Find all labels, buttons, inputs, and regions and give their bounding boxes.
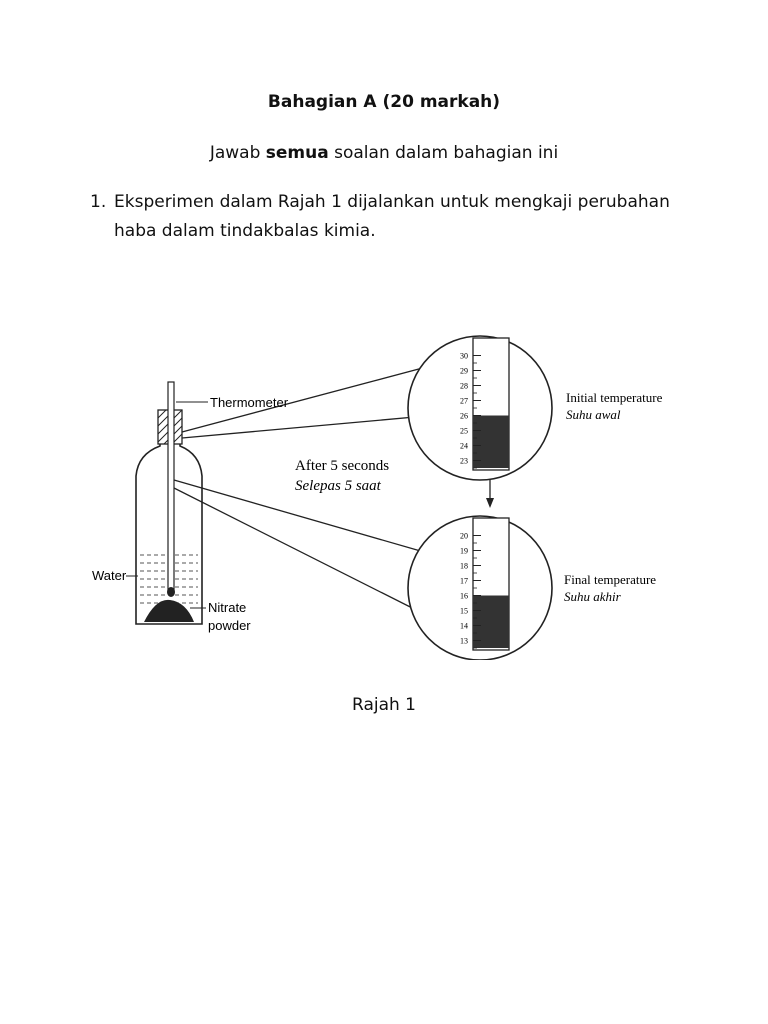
- label-final-my: Suhu akhir: [564, 589, 622, 604]
- experiment-diagram: Thermometer Water Nitrate powder After 5…: [92, 335, 663, 661]
- final-magnifier: 20 19 18 17 16 15 14 13: [407, 515, 553, 661]
- initial-scale-tick-label: 27: [460, 397, 468, 406]
- question-text: Eksperimen dalam Rajah 1 dijalankan untu…: [114, 192, 670, 241]
- final-scale: 20 19 18 17 16 15 14 13: [460, 532, 481, 649]
- zoom-lines: [173, 365, 437, 621]
- label-initial-my: Suhu awal: [566, 407, 621, 422]
- initial-scale-tick-label: 24: [460, 442, 468, 451]
- bottle: [135, 381, 203, 625]
- final-scale-tick-label: 15: [460, 607, 468, 616]
- label-nitrate: Nitrate: [208, 600, 246, 615]
- question-number: 1.: [90, 192, 107, 212]
- thermometer: [167, 381, 175, 593]
- initial-scale-tick-label: 23: [460, 457, 468, 466]
- final-scale-tick-label: 17: [460, 577, 468, 586]
- final-scale-tick-label: 16: [460, 592, 468, 601]
- label-powder: powder: [208, 618, 251, 633]
- nitrate-powder: [144, 599, 194, 622]
- initial-scale-tick-label: 30: [460, 352, 468, 361]
- initial-scale-tick-label: 29: [460, 367, 468, 376]
- label-water: Water: [92, 568, 127, 583]
- figure-rajah-1: Thermometer Water Nitrate powder After 5…: [90, 330, 690, 661]
- initial-scale-tick-label: 26: [460, 412, 468, 421]
- instruction-post: soalan dalam bahagian ini: [328, 143, 559, 163]
- label-after-en: After 5 seconds: [295, 458, 389, 474]
- initial-magnifier: 30 29 28 27 26 25 24 23: [407, 335, 553, 481]
- final-scale-tick-label: 18: [460, 562, 468, 571]
- section-heading: Bahagian A (20 markah): [267, 92, 501, 112]
- arrow-down-icon: [486, 478, 494, 508]
- label-after-my: Selepas 5 saat: [295, 478, 382, 494]
- initial-scale-tick-label: 25: [460, 427, 468, 436]
- instruction-bold: semua: [265, 143, 329, 163]
- final-mercury-column: [473, 595, 509, 648]
- final-scale-tick-label: 14: [460, 622, 468, 631]
- initial-scale: 30 29 28 27 26 25 24 23: [460, 352, 481, 469]
- instruction-text: Jawab semua soalan dalam bahagian ini: [0, 143, 768, 163]
- instruction-pre: Jawab: [209, 143, 266, 163]
- label-final-en: Final temperature: [564, 572, 656, 587]
- final-scale-tick-label: 19: [460, 547, 468, 556]
- final-scale-tick-label: 13: [460, 637, 468, 646]
- final-scale-tick-label: 20: [460, 532, 468, 541]
- initial-mercury-column: [473, 415, 509, 468]
- initial-scale-tick-label: 28: [460, 382, 468, 391]
- figure-caption: Rajah 1: [352, 695, 416, 715]
- label-initial-en: Initial temperature: [566, 390, 663, 405]
- label-thermometer: Thermometer: [210, 395, 289, 410]
